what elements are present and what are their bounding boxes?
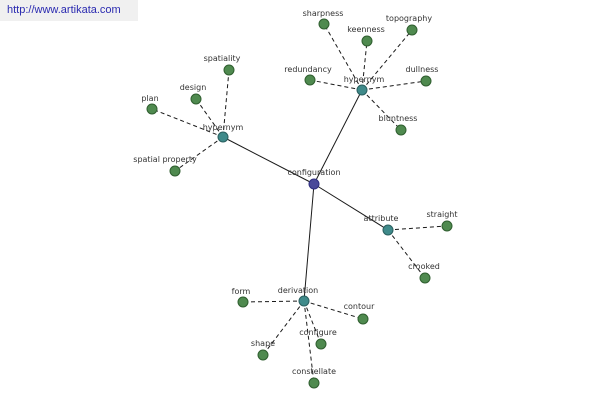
- node-label-derivation[interactable]: derivation: [278, 286, 318, 295]
- node-crooked[interactable]: [419, 272, 431, 284]
- watermark-link[interactable]: http://www.artikata.com: [0, 0, 138, 21]
- node-dullness[interactable]: [420, 75, 432, 87]
- node-form[interactable]: [237, 296, 249, 308]
- node-redundancy[interactable]: [304, 74, 316, 86]
- edge-hypernym_b-redundancy: [309, 79, 363, 91]
- labels-layer: configuration hypernym hypernym attribute de…: [133, 9, 457, 376]
- node-label-configure[interactable]: configure: [299, 328, 337, 337]
- node-attribute[interactable]: [382, 224, 394, 236]
- node-straight[interactable]: [441, 220, 453, 232]
- node-hypernym-a[interactable]: [217, 131, 229, 143]
- edge-hypernym_a-spatiality: [222, 69, 230, 138]
- edge-derivation-shape: [262, 300, 305, 356]
- edge-configuration-hypernym_a: [222, 136, 315, 185]
- node-derivation[interactable]: [298, 295, 310, 307]
- node-configuration[interactable]: [308, 178, 320, 190]
- edge-hypernym_b-topography: [361, 29, 413, 91]
- edge-configuration-attribute: [313, 183, 389, 231]
- node-label-contour[interactable]: contour: [344, 302, 375, 311]
- node-label-bluntness[interactable]: bluntness: [379, 114, 418, 123]
- edge-attribute-crooked: [387, 229, 426, 279]
- node-label-constellate[interactable]: constellate: [292, 367, 336, 376]
- node-label-hypernym-a[interactable]: hypernym: [203, 123, 244, 132]
- node-label-spatiality[interactable]: spatiality: [204, 54, 241, 63]
- node-spatial-property[interactable]: [169, 165, 181, 177]
- node-topography[interactable]: [406, 24, 418, 36]
- edge-hypernym_b-sharpness: [323, 23, 363, 91]
- edge-configuration-derivation: [303, 183, 315, 302]
- node-configure[interactable]: [315, 338, 327, 350]
- node-shape[interactable]: [257, 349, 269, 361]
- node-sharpness[interactable]: [318, 18, 330, 30]
- edge-hypernym_a-plan: [151, 108, 224, 138]
- edge-hypernym_a-design: [195, 98, 224, 138]
- edge-hypernym_b-dullness: [361, 80, 427, 91]
- node-label-design[interactable]: design: [180, 83, 207, 92]
- edge-derivation-contour: [303, 300, 364, 320]
- node-label-plan[interactable]: plan: [141, 94, 158, 103]
- node-bluntness[interactable]: [395, 124, 407, 136]
- node-label-redundancy[interactable]: redundancy: [284, 65, 332, 74]
- node-label-straight[interactable]: straight: [426, 210, 457, 219]
- node-label-keenness[interactable]: keenness: [347, 25, 385, 34]
- node-label-attribute[interactable]: attribute: [364, 214, 399, 223]
- edge-derivation-configure: [303, 300, 322, 345]
- edge-derivation-form: [242, 300, 305, 303]
- node-constellate[interactable]: [308, 377, 320, 389]
- node-keenness[interactable]: [361, 35, 373, 47]
- node-spatiality[interactable]: [223, 64, 235, 76]
- node-label-spatial-property[interactable]: spatial property: [133, 155, 197, 164]
- node-hypernym-b[interactable]: [356, 84, 368, 96]
- node-label-form[interactable]: form: [232, 287, 251, 296]
- node-label-topography[interactable]: topography: [386, 14, 432, 23]
- node-label-sharpness[interactable]: sharpness: [303, 9, 344, 18]
- node-label-shape[interactable]: shape: [251, 339, 275, 348]
- edge-hypernym_b-keenness: [361, 40, 368, 91]
- nodes-layer: [146, 18, 453, 389]
- node-label-crooked[interactable]: crooked: [408, 262, 440, 271]
- node-plan[interactable]: [146, 103, 158, 115]
- edge-hypernym_b-bluntness: [361, 89, 402, 131]
- edges-layer: [151, 23, 448, 384]
- node-label-hypernym-b[interactable]: hypernym: [344, 75, 385, 84]
- node-contour[interactable]: [357, 313, 369, 325]
- node-design[interactable]: [190, 93, 202, 105]
- edge-hypernym_a-spatial_property: [174, 136, 224, 172]
- watermark-url: http://www.artikata.com: [7, 4, 121, 16]
- edge-attribute-straight: [387, 225, 448, 231]
- edge-configuration-hypernym_b: [313, 89, 363, 185]
- node-label-dullness[interactable]: dullness: [406, 65, 439, 74]
- node-label-configuration[interactable]: configuration: [287, 168, 340, 177]
